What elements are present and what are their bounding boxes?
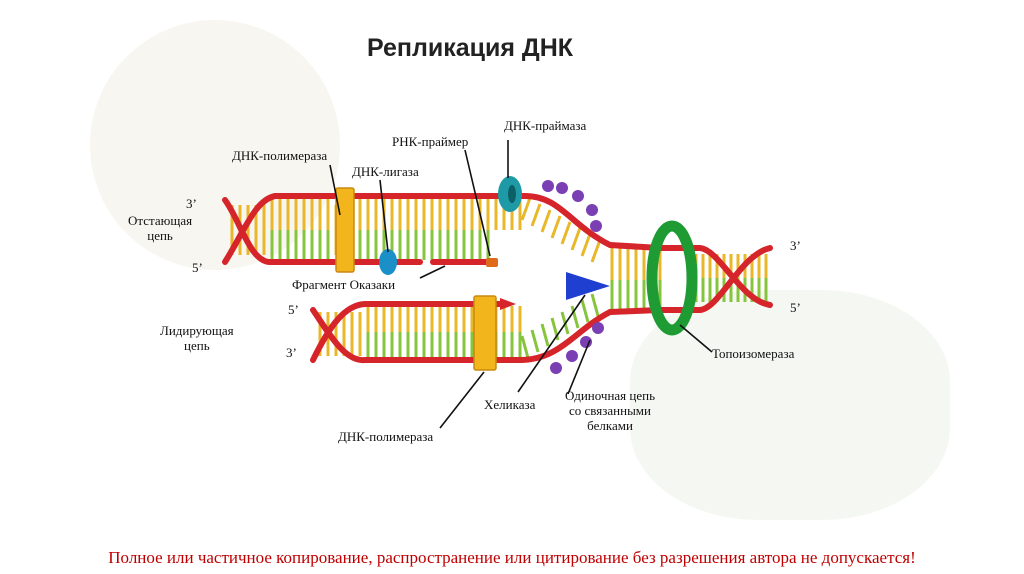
base-pair-yellow xyxy=(522,198,530,220)
base-pair-yellow xyxy=(562,222,570,244)
ssb-protein-icon xyxy=(586,204,598,216)
label-leading-strand: Лидирующая цепь xyxy=(160,323,234,353)
ssb-protein-icon xyxy=(566,350,578,362)
pointer-okazaki xyxy=(420,266,445,278)
helicase-shape xyxy=(566,272,610,300)
label-right-3-prime: 3’ xyxy=(790,238,801,253)
label-lagging-3-prime: 3’ xyxy=(186,196,197,211)
ssb-protein-icon xyxy=(556,182,568,194)
label-dna-polymerase-bottom: ДНК-полимераза xyxy=(338,429,433,444)
base-pair-yellow xyxy=(552,216,560,238)
label-right-5-prime: 5’ xyxy=(790,300,801,315)
leading-strand-arrowhead xyxy=(500,298,516,310)
label-lagging-strand: Отстающая цепь xyxy=(128,213,192,243)
base-pair-green xyxy=(522,336,528,358)
base-pair-green xyxy=(592,294,598,316)
dna-polymerase-bottom-shape xyxy=(474,296,496,370)
ssb-protein-icon xyxy=(572,190,584,202)
label-dna-primase: ДНК-праймаза xyxy=(504,118,586,133)
ssb-protein-icon xyxy=(550,362,562,374)
label-leading-3-prime: 3’ xyxy=(286,345,297,360)
base-pair-yellow xyxy=(532,204,540,226)
base-pair-yellow xyxy=(572,228,580,250)
pointer-rna-primer xyxy=(465,150,490,256)
pointer-polymerase-bottom xyxy=(440,372,484,428)
label-single-strand: Одиночная цепь со связанными белками xyxy=(565,388,655,433)
ssb-protein-icon xyxy=(590,220,602,232)
label-dna-polymerase-top: ДНК-полимераза xyxy=(232,148,327,163)
label-dna-ligase: ДНК-лигаза xyxy=(352,164,419,179)
rna-primer-segment xyxy=(486,258,498,267)
ssb-protein-icon xyxy=(542,180,554,192)
ssb-protein-icon xyxy=(592,322,604,334)
dna-polymerase-top-shape xyxy=(336,188,354,272)
base-pair-yellow xyxy=(592,240,600,262)
dna-ligase-shape xyxy=(379,249,397,275)
label-lagging-5-prime: 5’ xyxy=(192,260,203,275)
dna-primase-hole xyxy=(508,185,516,203)
ssb-protein-icon xyxy=(580,336,592,348)
pointer-single-strand xyxy=(568,340,590,394)
copyright-footer: Полное или частичное копирование, распро… xyxy=(0,548,1024,568)
base-pair-green xyxy=(532,330,538,352)
label-rna-primer: РНК-праймер xyxy=(392,134,468,149)
topoisomerase-ring xyxy=(652,226,692,330)
label-okazaki-fragment: Фрагмент Оказаки xyxy=(292,277,395,292)
base-pair-green xyxy=(542,324,548,346)
label-topoisomerase: Топоизомераза xyxy=(712,346,794,361)
label-leading-5-prime: 5’ xyxy=(288,302,299,317)
base-pair-yellow xyxy=(542,210,550,232)
label-helicase: Хеликаза xyxy=(484,397,535,412)
base-pair-green xyxy=(582,300,588,322)
pointer-topoisomerase xyxy=(680,325,712,352)
base-pair-yellow xyxy=(582,234,590,256)
